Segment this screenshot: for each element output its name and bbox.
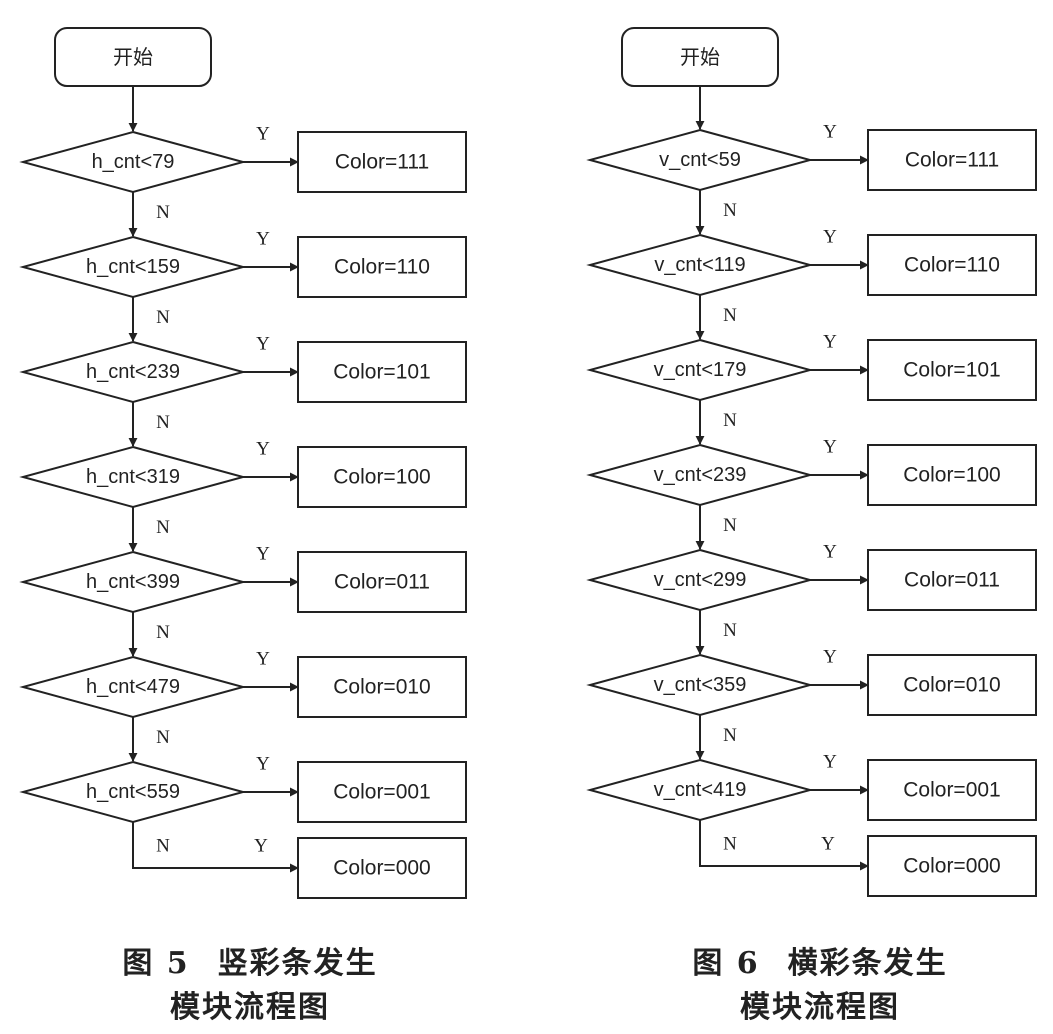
fig6-output-label-2: Color=110	[904, 254, 1000, 277]
fig6-condition-2: v_cnt<119	[654, 254, 745, 276]
fig6-output-box-7	[867, 759, 1037, 821]
fig5-yes-label-2: Y	[256, 229, 270, 250]
fig6-no-label-5: N	[723, 620, 737, 641]
fig6-final-no-arrow	[699, 820, 869, 871]
fig6-output-label-1: Color=111	[905, 149, 999, 172]
fig6-condition-5: v_cnt<299	[654, 569, 747, 591]
fig5-yes-label-7: Y	[256, 754, 270, 775]
fig5-output-box-2	[297, 236, 467, 298]
fig5-final-output-box	[297, 837, 467, 899]
fig6-final-output-box	[867, 835, 1037, 897]
figure-6-number: 图 6	[692, 946, 760, 981]
fig5-output-label-6: Color=010	[333, 676, 430, 699]
figure-5-caption-line2: 模块流程图	[170, 990, 330, 1025]
figure-5-number: 图 5	[122, 946, 190, 981]
fig5-output-box-3	[297, 341, 467, 403]
figure-6-caption-line2: 模块流程图	[740, 990, 900, 1025]
fig5-output-label-4: Color=100	[333, 466, 430, 489]
fig5-condition-6: h_cnt<479	[86, 676, 180, 698]
fig5-output-box-5	[297, 551, 467, 613]
fig6-output-box-4	[867, 444, 1037, 506]
figure-5-title: 竖彩条发生	[217, 946, 378, 981]
fig6-yes-label-1: Y	[823, 122, 837, 143]
figure-5-caption-line1: 图 5 竖彩条发生	[40, 942, 460, 986]
fig5-condition-5: h_cnt<399	[86, 571, 180, 593]
fig6-output-label-5: Color=011	[904, 569, 1000, 592]
fig6-output-box-1	[867, 129, 1037, 191]
fig6-output-box-3	[867, 339, 1037, 401]
fig5-yes-label-4: Y	[256, 439, 270, 460]
fig5-yes-label-6: Y	[256, 649, 270, 670]
fig5-start-label: 开始	[113, 45, 153, 69]
fig6-no-label-1: N	[723, 200, 737, 221]
fig5-output-box-1	[297, 131, 467, 193]
fig6-start-label: 开始	[680, 45, 720, 69]
fig5-no-label-2: N	[156, 307, 170, 328]
fig6-final-output-label: Color=000	[903, 855, 1000, 878]
fig6-output-box-2	[867, 234, 1037, 296]
fig6-final-no-label: N	[723, 834, 737, 855]
fig6-condition-1: v_cnt<59	[659, 149, 741, 171]
fig5-condition-4: h_cnt<319	[86, 466, 180, 488]
fig6-condition-6: v_cnt<359	[654, 674, 747, 696]
fig6-output-label-4: Color=100	[903, 464, 1000, 487]
fig6-no-label-3: N	[723, 410, 737, 431]
fig6-condition-3: v_cnt<179	[654, 359, 747, 381]
fig6-output-label-7: Color=001	[903, 779, 1000, 802]
fig6-yes-label-6: Y	[823, 647, 837, 668]
figure-6-title: 横彩条发生	[787, 946, 948, 981]
fig5-final-output-label: Color=000	[333, 857, 430, 880]
fig6-output-label-3: Color=101	[903, 359, 1000, 382]
fig6-yes-label-4: Y	[823, 437, 837, 458]
fig6-no-label-2: N	[723, 305, 737, 326]
fig5-yes-label-3: Y	[256, 334, 270, 355]
fig5-condition-3: h_cnt<239	[86, 361, 180, 383]
fig5-final-no-label: N	[156, 836, 170, 857]
fig6-yes-label-7: Y	[823, 752, 837, 773]
fig6-yes-label-2: Y	[823, 227, 837, 248]
figure-6-caption-line1: 图 6 横彩条发生	[610, 942, 1030, 986]
fig5-no-label-4: N	[156, 517, 170, 538]
fig5-condition-1: h_cnt<79	[92, 151, 175, 173]
fig6-output-label-6: Color=010	[903, 674, 1000, 697]
fig6-condition-4: v_cnt<239	[654, 464, 747, 486]
fig5-yes-label-1: Y	[256, 124, 270, 145]
fig5-output-label-2: Color=110	[334, 256, 430, 279]
fig5-condition-7: h_cnt<559	[86, 781, 180, 803]
fig5-output-label-3: Color=101	[333, 361, 430, 384]
fig5-final-no-arrow	[132, 822, 299, 873]
fig6-no-label-6: N	[723, 725, 737, 746]
fig6-output-box-6	[867, 654, 1037, 716]
fig6-output-box-5	[867, 549, 1037, 611]
fig5-no-label-5: N	[156, 622, 170, 643]
fig6-condition-7: v_cnt<419	[654, 779, 747, 801]
fig5-output-label-5: Color=011	[334, 571, 430, 594]
fig5-no-label-3: N	[156, 412, 170, 433]
fig5-no-label-6: N	[156, 727, 170, 748]
fig5-condition-2: h_cnt<159	[86, 256, 180, 278]
fig6-no-label-4: N	[723, 515, 737, 536]
fig5-output-label-1: Color=111	[335, 151, 429, 174]
fig5-output-box-7	[297, 761, 467, 823]
fig5-output-box-6	[297, 656, 467, 718]
fig5-output-box-4	[297, 446, 467, 508]
fig6-yes-label-3: Y	[823, 332, 837, 353]
fig6-yes-label-5: Y	[823, 542, 837, 563]
fig5-no-label-1: N	[156, 202, 170, 223]
fig5-final-yes-label: Y	[254, 836, 268, 857]
figure-6-flowchart: 开始v_cnt<59YColor=111Nv_cnt<119YColor=110…	[586, 27, 1037, 897]
fig6-final-yes-label: Y	[821, 834, 835, 855]
fig5-yes-label-5: Y	[256, 544, 270, 565]
figure-5-caption: 图 5 竖彩条发生 模块流程图	[40, 942, 460, 1030]
figure-5-flowchart: 开始h_cnt<79YColor=111Nh_cnt<159YColor=110…	[19, 27, 467, 899]
figure-6-caption: 图 6 横彩条发生 模块流程图	[610, 942, 1030, 1030]
fig5-output-label-7: Color=001	[333, 781, 430, 804]
